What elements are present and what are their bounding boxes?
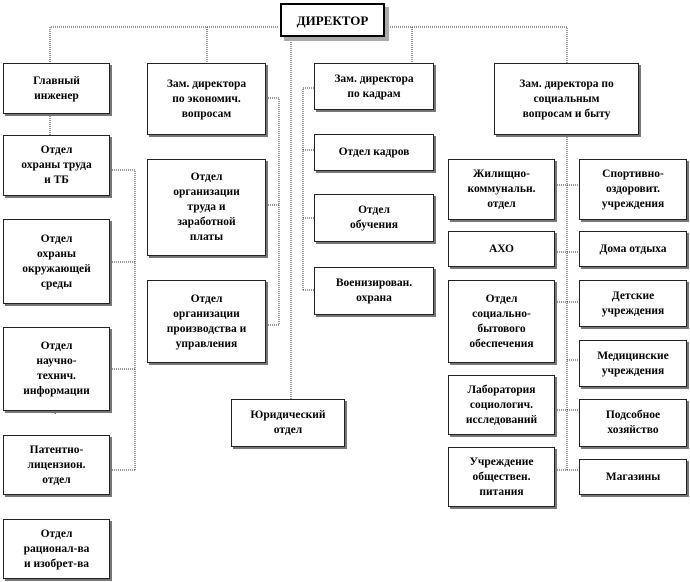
unit-box: Медицинские учреждения (579, 340, 687, 387)
unit-box: Подсобное хозяйство (579, 399, 687, 447)
unit-box: Отдел охраны окружающей среды (3, 219, 110, 304)
unit-box: Отдел рационал-ва и изобрет-ва (3, 519, 110, 579)
deputy-social-box: Зам. директора по социальным вопросам и … (494, 63, 639, 135)
unit-box: Магазины (579, 459, 687, 495)
unit-box: Отдел организации производства и управле… (147, 280, 266, 363)
unit-box: Отдел обучения (314, 194, 434, 242)
unit-box: Отдел социально- бытового обеспечения (448, 280, 555, 363)
unit-box: АХО (448, 231, 555, 267)
unit-box: Отдел охраны труда и ТБ (3, 135, 110, 196)
unit-box: Военизирован. охрана (314, 267, 434, 315)
unit-box: Отдел кадров (314, 134, 434, 171)
unit-box: Отдел организации труда и заработной пла… (147, 159, 266, 256)
director-box: ДИРЕКТОР (280, 3, 385, 37)
deputy-economic-box: Зам. директора по экономич. вопросам (147, 63, 266, 135)
unit-box: Жилищно- коммунальн. отдел (448, 159, 555, 220)
deputy-hr-box: Зам. директора по кадрам (314, 63, 434, 110)
chief-engineer-box: Главный инженер (3, 63, 110, 114)
unit-box: Детские учреждения (579, 280, 687, 327)
legal-box: Юридический отдел (231, 399, 345, 447)
unit-box: Лаборатория социологич. исследований (448, 375, 555, 435)
unit-box: Отдел научно- технич. информации (3, 327, 110, 411)
unit-box: Учреждение обществен. питания (448, 447, 555, 507)
unit-box: Спортивно- оздоровит. учреждения (579, 159, 687, 220)
unit-box: Дома отдыха (579, 231, 687, 267)
unit-box: Патентно- лицензион. отдел (3, 435, 110, 495)
